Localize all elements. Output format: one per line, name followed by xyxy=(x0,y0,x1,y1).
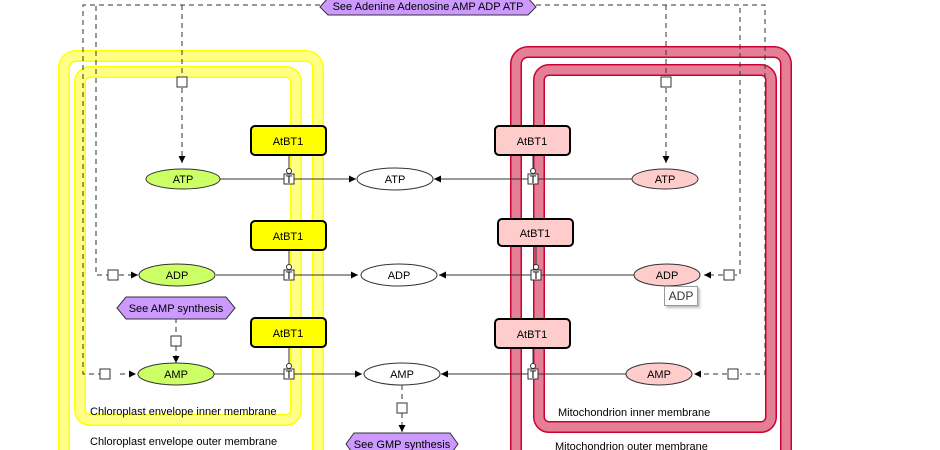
svg-text:T: T xyxy=(286,369,293,381)
metabolite-chloro-amp[interactable]: AMP xyxy=(137,362,215,386)
svg-text:T: T xyxy=(530,369,537,381)
svg-text:AMP: AMP xyxy=(164,369,188,381)
svg-text:T: T xyxy=(530,174,537,186)
svg-text:AMP: AMP xyxy=(647,369,671,381)
transporter-mito-1[interactable]: AtBT1 xyxy=(494,125,571,156)
mitochondrion-outer-membrane[interactable] xyxy=(510,46,792,450)
svg-text:ADP: ADP xyxy=(388,270,411,282)
tooltip: ADP xyxy=(664,286,698,306)
label-mito-outer: Mitochondrion outer membrane xyxy=(555,441,708,450)
svg-text:See Adenine Adenosine AMP ADP: See Adenine Adenosine AMP ADP ATP xyxy=(333,1,524,13)
mitochondrion-inner-membrane[interactable] xyxy=(533,64,777,433)
svg-text:T: T xyxy=(286,270,293,282)
transporter-chloro-2[interactable]: AtBT1 xyxy=(250,220,327,251)
transporter-chloro-1[interactable]: AtBT1 xyxy=(250,125,327,156)
anchor-square[interactable] xyxy=(727,368,739,380)
svg-text:AtBT1: AtBT1 xyxy=(273,136,304,148)
metabolite-chloro-atp[interactable]: ATP xyxy=(145,168,221,190)
chloroplast-outer-membrane[interactable] xyxy=(58,50,324,450)
anchor-square[interactable] xyxy=(660,76,672,88)
anchor-square[interactable] xyxy=(170,335,182,347)
metabolite-cyto-adp[interactable]: ADP xyxy=(360,263,438,287)
metabolite-mito-atp[interactable]: ATP xyxy=(631,168,699,190)
transporter-mito-3[interactable]: AtBT1 xyxy=(494,318,571,349)
metabolite-chloro-adp[interactable]: ADP xyxy=(138,263,216,287)
transport-glyph[interactable]: T xyxy=(283,264,295,283)
anchor-square[interactable] xyxy=(176,76,188,88)
svg-text:T: T xyxy=(286,174,293,186)
metabolite-mito-adp[interactable]: ADP xyxy=(633,263,701,287)
svg-text:ADP: ADP xyxy=(166,270,189,282)
metabolite-mito-amp[interactable]: AMP xyxy=(625,362,693,386)
svg-text:AtBT1: AtBT1 xyxy=(517,329,548,341)
reference-gmp-synthesis[interactable]: See GMP synthesis xyxy=(345,432,459,450)
metabolite-cyto-amp[interactable]: AMP xyxy=(363,362,441,386)
metabolite-cyto-atp[interactable]: ATP xyxy=(356,167,434,191)
transport-glyph[interactable]: T xyxy=(527,168,539,187)
reference-links xyxy=(82,4,766,432)
svg-text:See AMP synthesis: See AMP synthesis xyxy=(129,303,224,315)
anchor-square[interactable] xyxy=(396,402,408,414)
label-mito-inner: Mitochondrion inner membrane xyxy=(558,407,710,419)
label-chloroplast-inner: Chloroplast envelope inner membrane xyxy=(90,406,277,418)
transporter-mito-2[interactable]: AtBT1 xyxy=(497,218,574,247)
svg-text:T: T xyxy=(533,270,540,282)
svg-text:ATP: ATP xyxy=(385,174,406,186)
transport-glyph[interactable]: T xyxy=(527,363,539,382)
reference-top[interactable]: See Adenine Adenosine AMP ADP ATP xyxy=(319,0,537,16)
transport-glyph[interactable]: T xyxy=(530,264,542,283)
svg-text:AtBT1: AtBT1 xyxy=(517,136,548,148)
svg-text:AtBT1: AtBT1 xyxy=(520,228,551,240)
svg-text:AtBT1: AtBT1 xyxy=(273,328,304,340)
transport-glyph[interactable]: T xyxy=(283,168,295,187)
transport-glyph[interactable]: T xyxy=(283,363,295,382)
label-chloroplast-outer: Chloroplast envelope outer membrane xyxy=(90,436,277,448)
anchor-square[interactable] xyxy=(723,269,735,281)
svg-text:ATP: ATP xyxy=(173,174,194,186)
svg-text:AMP: AMP xyxy=(390,369,414,381)
anchor-squares xyxy=(99,76,739,414)
transporter-chloro-3[interactable]: AtBT1 xyxy=(250,317,327,348)
transport-glyphs: T T T T T T xyxy=(283,168,542,382)
reference-amp-synthesis[interactable]: See AMP synthesis xyxy=(116,296,236,320)
anchor-square[interactable] xyxy=(107,269,119,281)
svg-text:AtBT1: AtBT1 xyxy=(273,231,304,243)
anchor-square[interactable] xyxy=(99,368,111,380)
svg-text:ADP: ADP xyxy=(656,270,679,282)
svg-text:See GMP synthesis: See GMP synthesis xyxy=(354,439,451,450)
svg-text:ATP: ATP xyxy=(655,174,676,186)
